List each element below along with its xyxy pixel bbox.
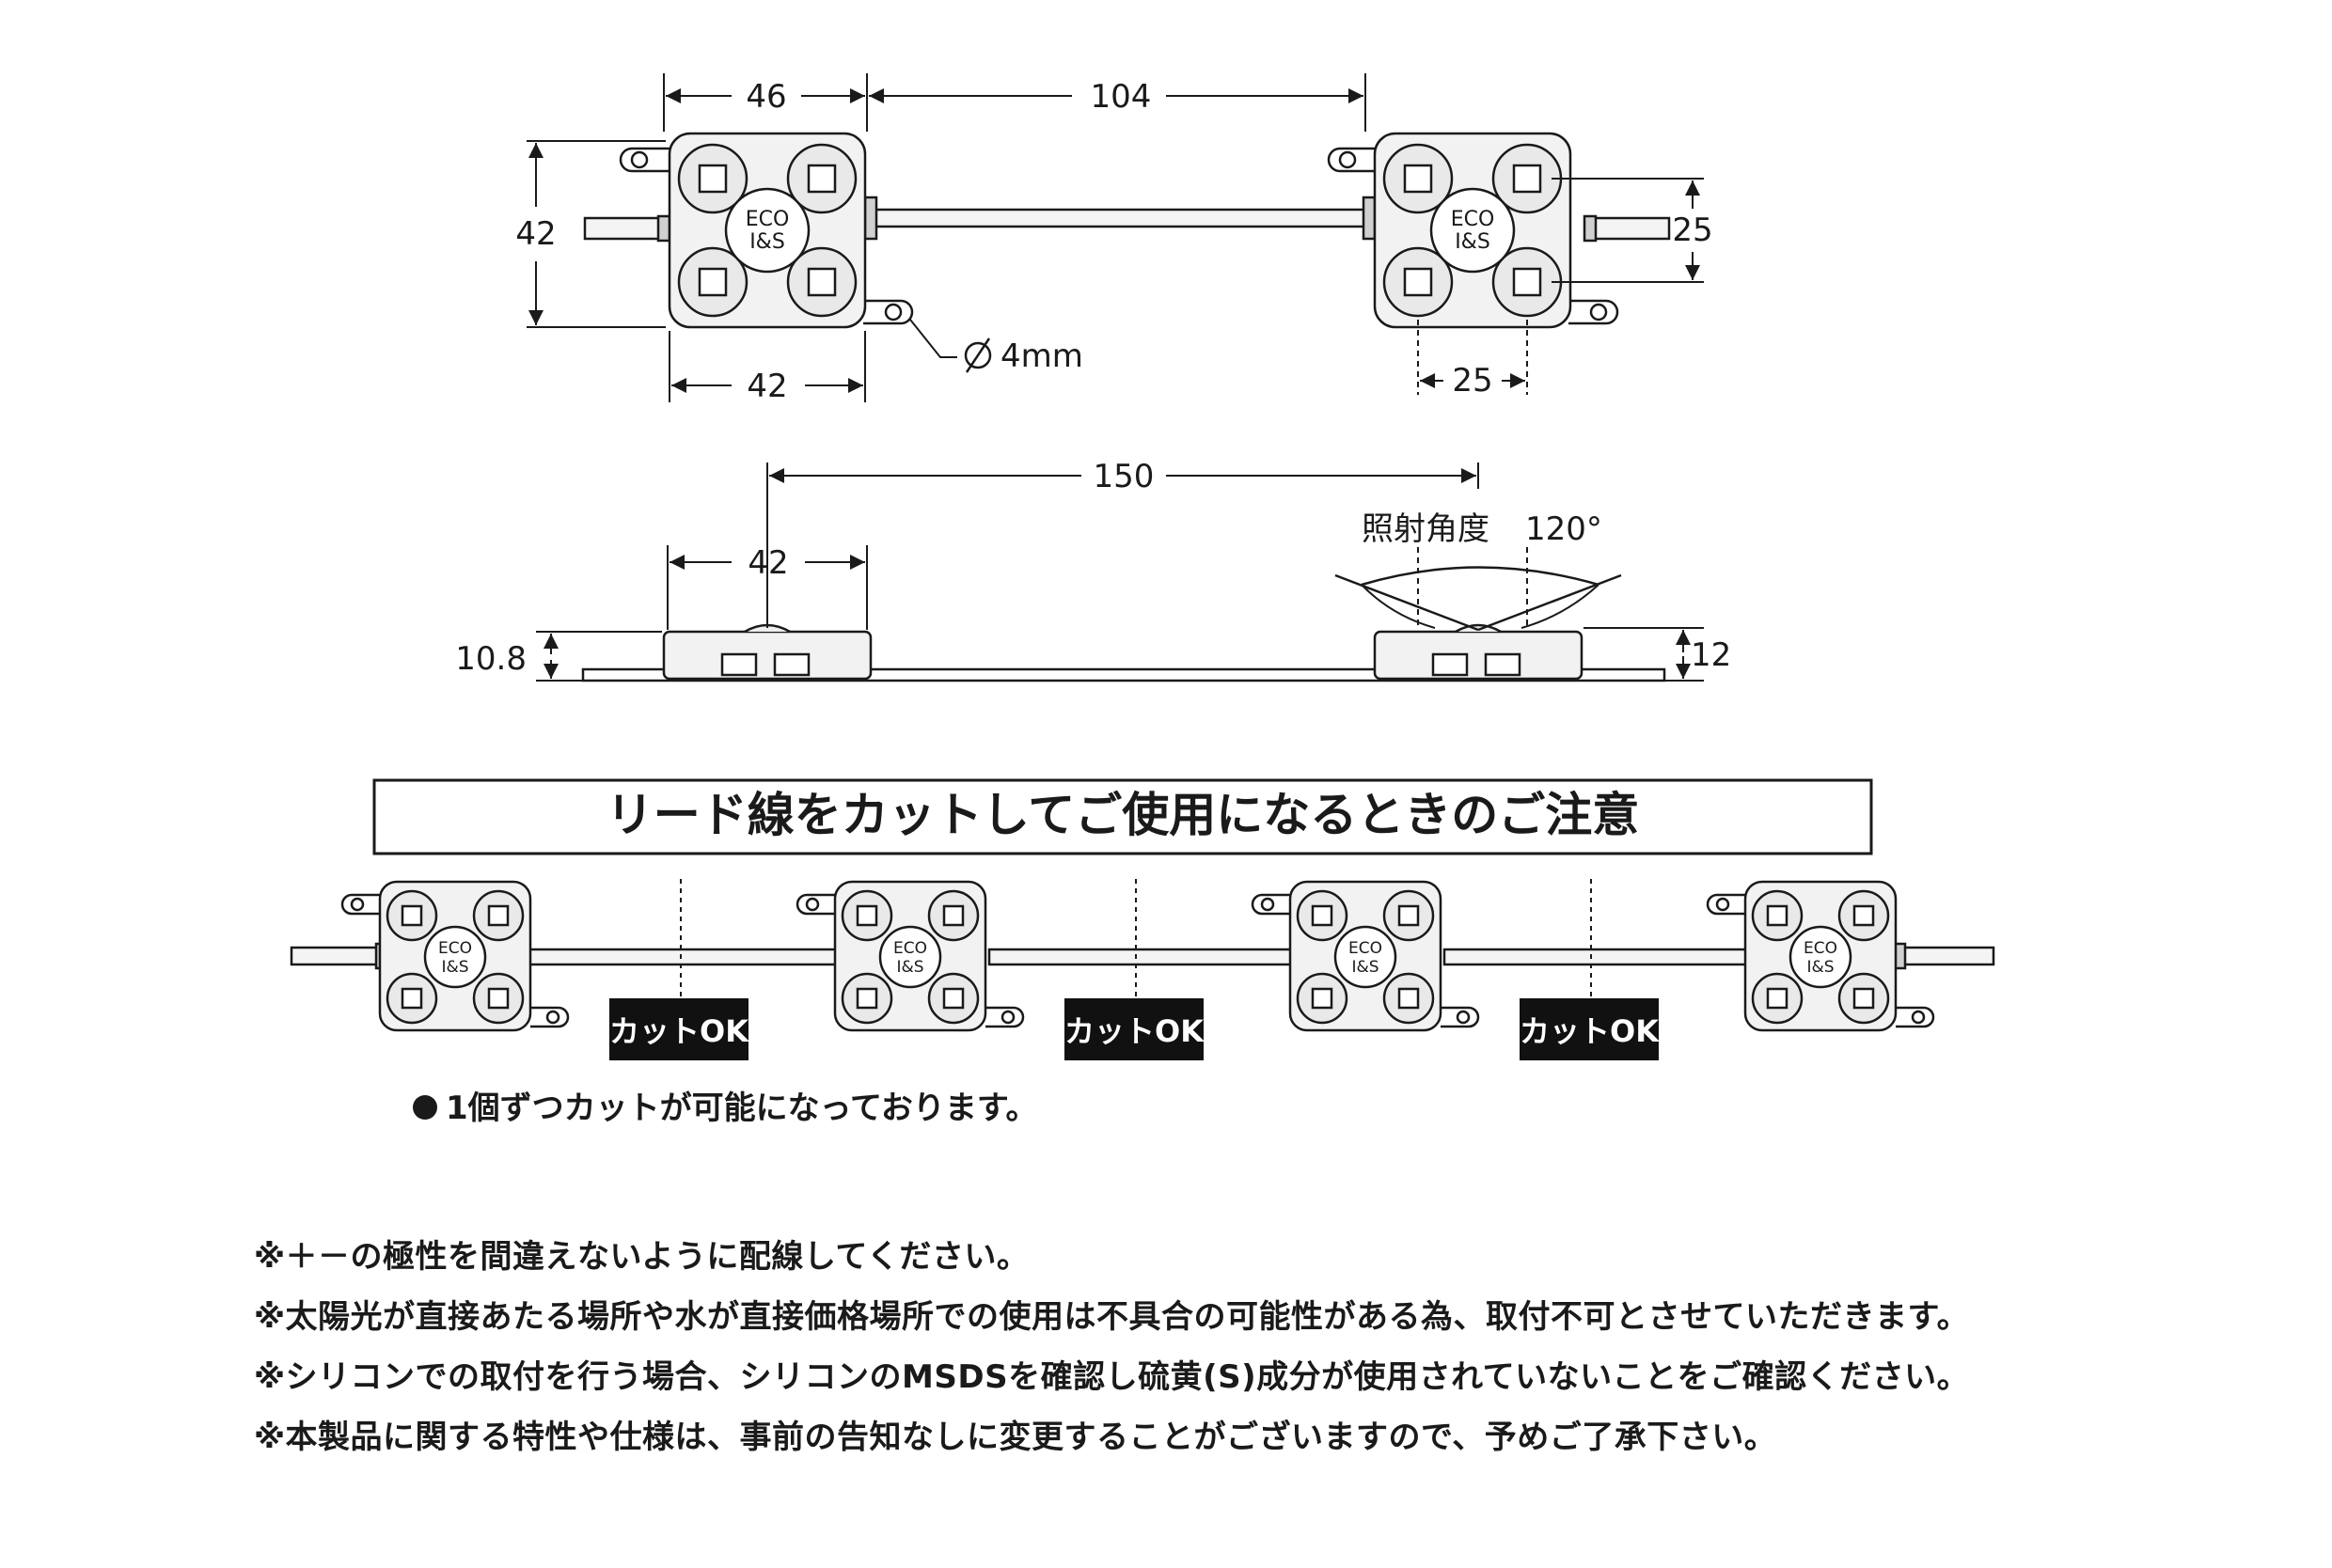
- angle-label: 照射角度: [1362, 510, 1489, 548]
- dim-top-bottom-width: 42: [747, 368, 787, 405]
- angle-cone: [1334, 547, 1622, 632]
- module-top-right: [1373, 132, 1572, 329]
- eco-label: ECO: [1804, 939, 1837, 958]
- dim-top-width: 46: [746, 78, 786, 116]
- side-view: [581, 623, 1666, 682]
- dim-top-pitch: 104: [1091, 78, 1152, 116]
- dim-top-height: 42: [515, 215, 556, 253]
- note-item: ※＋－の極性を間違えないように配線してください。: [254, 1238, 1030, 1276]
- dim-side-pitch: 150: [1094, 458, 1155, 495]
- bullet-icon: [413, 1095, 437, 1120]
- side-dimensions: [536, 463, 1704, 682]
- cut-ok-label: カットOK: [609, 1013, 749, 1049]
- module-strip: [290, 879, 1995, 1032]
- angle-value: 120°: [1525, 510, 1602, 548]
- note-item: ※シリコンでの取付を行う場合、シリコンのMSDSを確認し硫黄(S)成分が使用され…: [254, 1358, 1970, 1396]
- top-view: [583, 147, 1671, 325]
- eco-label: ECO: [746, 208, 790, 231]
- cut-ok-label: カットOK: [1064, 1013, 1205, 1049]
- note-item: ※本製品に関する特性や仕様は、事前の告知なしに変更することがございますので、予め…: [254, 1419, 1777, 1456]
- is-label: I&S: [441, 958, 468, 977]
- diameter-icon: [964, 337, 992, 373]
- eco-label: ECO: [438, 939, 472, 958]
- notes-list: ※＋－の極性を間違えないように配線してください。 ※太陽光が直接あたる場所や水が…: [254, 1227, 2276, 1467]
- dim-lens-pitch-h: 25: [1452, 362, 1492, 400]
- dim-lens-pitch-v: 25: [1672, 212, 1712, 249]
- banner-title: リード線をカットしてご使用になるときのご注意: [607, 788, 1640, 842]
- dim-side-width: 42: [748, 544, 788, 582]
- is-label: I&S: [896, 958, 923, 977]
- is-label: I&S: [1351, 958, 1379, 977]
- note-item: ※太陽光が直接あたる場所や水が直接価格場所での使用は不具合の可能性がある為、取付…: [254, 1298, 1970, 1336]
- cut-ok-badge: [1520, 998, 1659, 1060]
- is-label: I&S: [1455, 230, 1490, 254]
- module-top-left: [668, 132, 867, 329]
- cut-ok-label: カットOK: [1520, 1013, 1660, 1049]
- eco-label: ECO: [1348, 939, 1382, 958]
- top-dimensions: [527, 73, 1704, 402]
- is-label: I&S: [1806, 958, 1834, 977]
- banner-box: [372, 778, 1873, 855]
- dim-hole-diameter: 4mm: [1001, 337, 1083, 375]
- dim-side-left-height: 10.8: [455, 640, 527, 678]
- eco-label: ECO: [1451, 208, 1495, 231]
- bullet-text: 1個ずつカットが可能になっております。: [446, 1090, 1038, 1127]
- dim-side-right-height: 12: [1691, 636, 1731, 674]
- is-label: I&S: [749, 230, 785, 254]
- cut-ok-badge: [1064, 998, 1204, 1060]
- eco-label: ECO: [893, 939, 927, 958]
- cut-ok-badge: [609, 998, 748, 1060]
